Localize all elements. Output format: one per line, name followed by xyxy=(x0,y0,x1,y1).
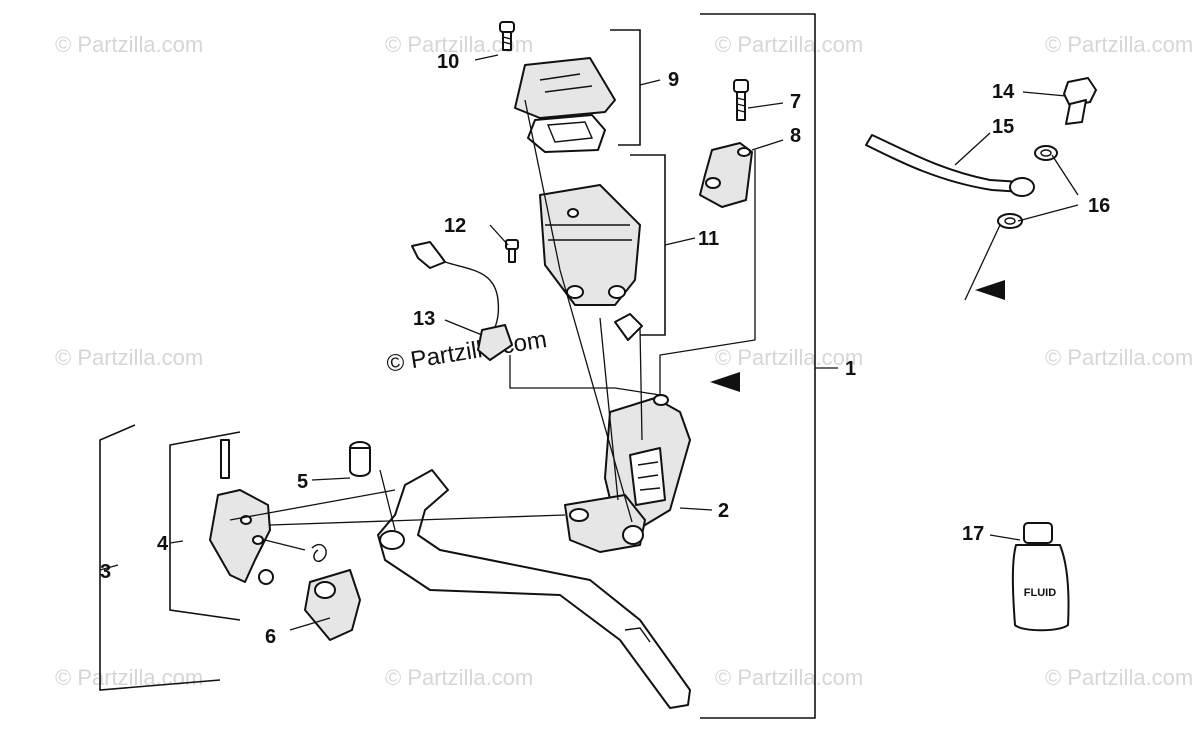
center-watermark: © Partzilla.com xyxy=(385,326,549,378)
pivot-bolt-part-5 xyxy=(349,441,371,477)
callout-1: 1 xyxy=(845,358,856,380)
callout-13: 13 xyxy=(413,308,435,330)
fluid-label: FLUID xyxy=(1024,587,1056,599)
banjo-bolt-part-14 xyxy=(1063,77,1097,125)
bracket-item-4 xyxy=(169,431,241,621)
master-cylinder-part-2 xyxy=(564,394,691,553)
brake-hose-part-15 xyxy=(865,134,1035,197)
washer-part-16-lower xyxy=(997,213,1023,229)
callout-5: 5 xyxy=(297,471,308,493)
callout-12: 12 xyxy=(444,215,466,237)
callout-15: 15 xyxy=(992,116,1014,138)
callout-4: 4 xyxy=(157,533,169,555)
clamp-part-8 xyxy=(699,142,753,208)
watermark: © Partzilla.com xyxy=(1045,665,1193,690)
fluid-bottle-part-17: FLUID xyxy=(1011,522,1070,632)
reservoir-body-part-11 xyxy=(539,184,643,341)
watermark: © Partzilla.com xyxy=(1045,32,1193,57)
watermark: © Partzilla.com xyxy=(55,32,203,57)
screw-part-12 xyxy=(505,239,519,263)
washer-part-16-upper xyxy=(1034,145,1058,161)
callout-17: 17 xyxy=(962,523,984,545)
callout-14: 14 xyxy=(992,81,1015,103)
callout-10: 10 xyxy=(437,51,459,73)
watermark: © Partzilla.com xyxy=(55,665,203,690)
callout-2: 2 xyxy=(718,500,729,522)
watermark: © Partzilla.com xyxy=(715,665,863,690)
leader-lines xyxy=(229,54,1079,631)
bracket-item-9 xyxy=(610,29,641,146)
switch-part-13 xyxy=(411,241,513,361)
callout-3: 3 xyxy=(100,561,111,583)
watermark: © Partzilla.com xyxy=(55,345,203,370)
brake-lever xyxy=(377,469,691,709)
watermark: © Partzilla.com xyxy=(715,345,863,370)
direction-arrow xyxy=(975,280,1005,300)
bolt-part-7 xyxy=(733,79,749,121)
callout-16: 16 xyxy=(1088,195,1110,217)
adjuster-part-4 xyxy=(209,439,327,585)
callout-8: 8 xyxy=(790,125,801,147)
callout-9: 9 xyxy=(668,69,679,91)
callout-11: 11 xyxy=(698,228,719,250)
watermark: © Partzilla.com xyxy=(1045,345,1193,370)
watermark: © Partzilla.com xyxy=(385,665,533,690)
direction-arrow xyxy=(710,372,740,392)
bracket-item-3 xyxy=(99,424,221,691)
reservoir-cover-part-9 xyxy=(514,57,616,153)
watermark: © Partzilla.com xyxy=(715,32,863,57)
bracket-item-1 xyxy=(700,13,838,719)
screw-part-10 xyxy=(499,21,515,51)
guard-part-6 xyxy=(304,569,361,641)
callout-7: 7 xyxy=(790,91,801,113)
callout-6: 6 xyxy=(265,626,276,648)
callout-labels: 1 2 3 4 5 6 7 8 9 10 11 12 13 14 15 16 1… xyxy=(100,51,1110,648)
